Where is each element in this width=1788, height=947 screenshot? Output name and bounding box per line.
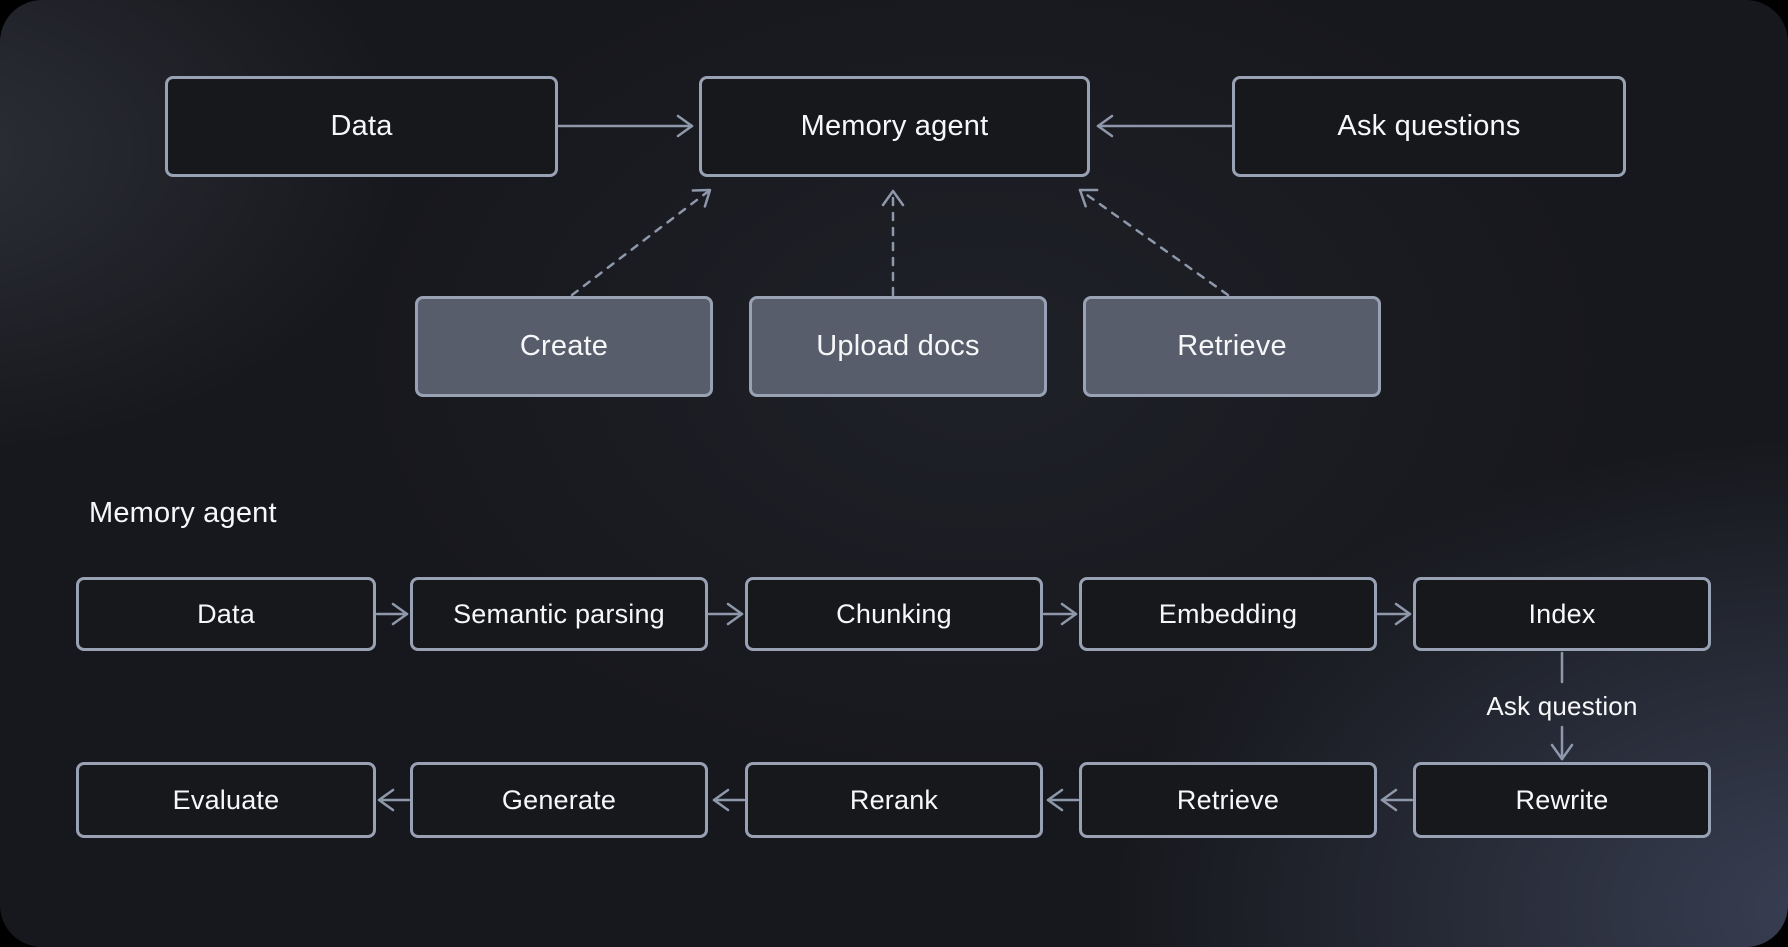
node-generate-label: Generate (501, 784, 617, 815)
node-rewrite-label: Rewrite (1515, 784, 1609, 815)
node-index-label: Index (1528, 598, 1596, 629)
arrow-create-to-memory-agent (570, 188, 712, 297)
ask-question-edge-label: Ask question (1486, 691, 1638, 721)
node-semantic-parsing: Semantic parsing (410, 577, 708, 651)
node-retrieve-step: Retrieve (1079, 762, 1377, 838)
node-rerank: Rerank (745, 762, 1043, 838)
node-memory-agent: Memory agent (699, 76, 1090, 177)
node-evaluate: Evaluate (76, 762, 376, 838)
node-chunking: Chunking (745, 577, 1043, 651)
node-ask-questions: Ask questions (1232, 76, 1626, 177)
node-embedding-label: Embedding (1158, 598, 1298, 629)
node-retrieve-action-label: Retrieve (1177, 330, 1287, 362)
node-chunking-label: Chunking (836, 598, 952, 629)
node-memory-agent-label: Memory agent (800, 110, 989, 142)
node-create: Create (415, 296, 713, 397)
node-create-label: Create (519, 330, 609, 362)
pipeline-section-title: Memory agent (89, 497, 277, 529)
node-semantic-parsing-label: Semantic parsing (453, 598, 665, 629)
node-ask-questions-label: Ask questions (1337, 110, 1521, 142)
node-retrieve-step-label: Retrieve (1176, 784, 1280, 815)
node-data-source: Data (165, 76, 558, 177)
node-upload-docs: Upload docs (749, 296, 1047, 397)
node-evaluate-label: Evaluate (172, 784, 280, 815)
node-upload-docs-label: Upload docs (816, 330, 980, 362)
node-data-source-label: Data (330, 110, 393, 142)
node-retrieve-action: Retrieve (1083, 296, 1381, 397)
node-index: Index (1413, 577, 1711, 651)
node-rerank-label: Rerank (849, 784, 939, 815)
node-pipeline-data-label: Data (197, 598, 255, 629)
node-generate: Generate (410, 762, 708, 838)
node-embedding: Embedding (1079, 577, 1377, 651)
node-rewrite: Rewrite (1413, 762, 1711, 838)
node-pipeline-data: Data (76, 577, 376, 651)
arrow-retrieve-to-memory-agent (1078, 188, 1230, 297)
